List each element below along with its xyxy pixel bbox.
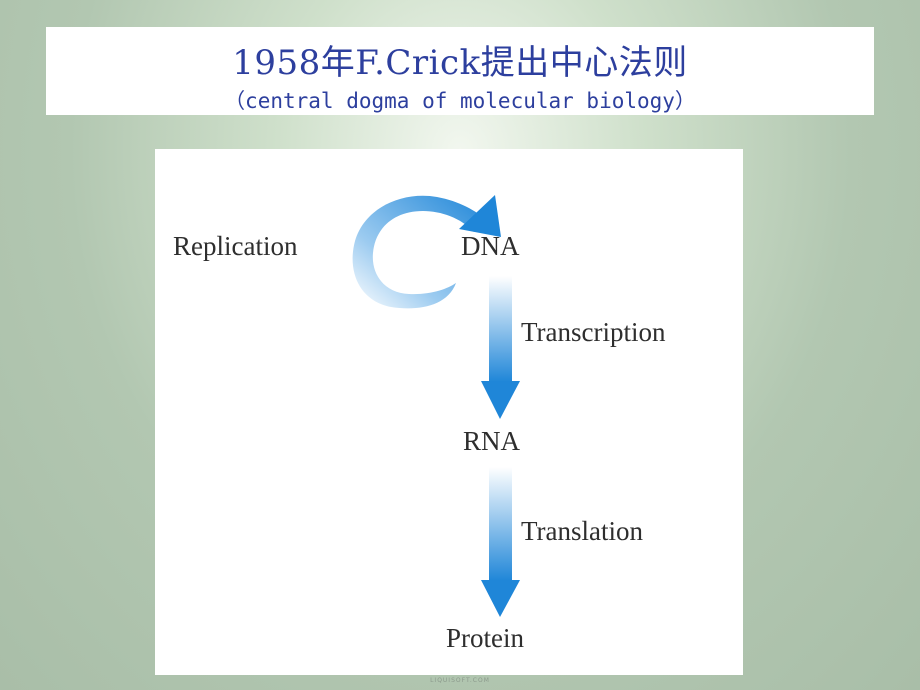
transcription-arrowhead (481, 381, 520, 419)
replication-label: Replication (173, 231, 298, 261)
transcription-label: Transcription (521, 317, 666, 347)
diagram-arrows (352, 195, 520, 617)
translation-label: Translation (521, 516, 644, 546)
replication-arrowhead (459, 195, 501, 237)
translation-arrowhead (481, 580, 520, 617)
transcription-arrow-shaft (489, 276, 512, 382)
central-dogma-diagram: Replication DNA Transcription RNA Transl… (155, 149, 743, 675)
page-subtitle: （central dogma of molecular biology） (224, 89, 696, 113)
title-box: 1958年F.Crick提出中心法则 （central dogma of mol… (46, 27, 874, 115)
page-title: 1958年F.Crick提出中心法则 (232, 43, 688, 83)
replication-arrow (352, 195, 487, 309)
watermark: LIQUISOFT.COM (430, 677, 490, 684)
translation-arrow-shaft (489, 467, 512, 581)
protein-node: Protein (446, 623, 524, 653)
dna-node: DNA (461, 231, 520, 261)
rna-node: RNA (463, 426, 521, 456)
